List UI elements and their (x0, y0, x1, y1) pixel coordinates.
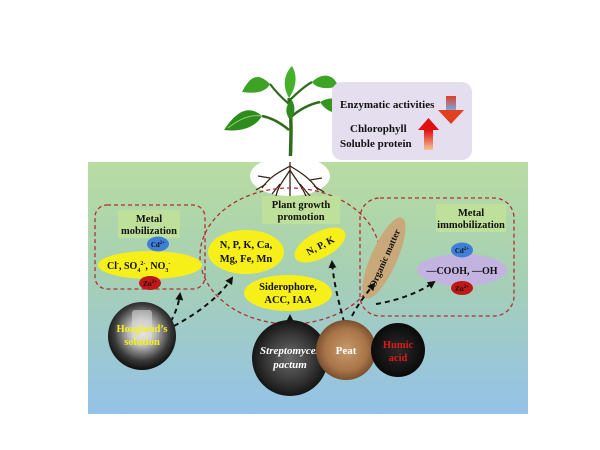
zn-ion-left (139, 276, 161, 290)
npk-ellipse-group: N, P, K (294, 227, 346, 263)
humic-acid-image (371, 323, 425, 377)
down-arrow-icon (438, 110, 464, 124)
metal-immobilization-box (359, 197, 515, 317)
streptomyces-label-1: Streptomyces (260, 345, 320, 357)
svg-text:Cd2+: Cd2+ (151, 241, 165, 249)
arrow-to-groups (375, 280, 436, 305)
siderophore-line1: Siderophore, (259, 282, 317, 293)
humic-label-2: acid (389, 353, 408, 364)
siderophore-ellipse (244, 275, 332, 311)
legend-enzymatic: Enzymatic activities (340, 99, 435, 111)
anion-ellipse (98, 251, 202, 279)
anion-no3: NO (150, 261, 165, 272)
hoagland-label-1: Hoagland’s (117, 324, 168, 335)
nutrients-line1: N, P, K, Ca, (220, 240, 273, 251)
svg-text:Zn2+: Zn2+ (455, 285, 469, 293)
increase-bar (424, 130, 433, 150)
streptomyces-label-2: pactum (272, 359, 307, 371)
plant-growth-title-bg (262, 196, 340, 224)
zn-ion-right (451, 281, 473, 295)
nutrients-ellipse (208, 230, 284, 274)
plant-growth-title-1: Plant growth (272, 200, 331, 211)
cd-ion-right (451, 242, 473, 258)
hoagland-label-2: solution (124, 337, 160, 348)
metal-immobilization-title-bg (436, 204, 506, 232)
legend-chlorophyll: Chlorophyll (350, 123, 407, 135)
legend-soluble-protein: Soluble protein (340, 138, 412, 150)
roots-icon (250, 156, 330, 197)
decrease-bar (446, 96, 456, 110)
arrow-peat-to-npk (328, 260, 345, 323)
anion-so4: SO (124, 261, 138, 272)
svg-text:Zn2+: Zn2+ (143, 280, 157, 288)
peat-label: Peat (336, 345, 357, 357)
metal-mobilization-title-1: Metal (136, 214, 162, 225)
arrow-peat-to-organic (351, 282, 376, 317)
streptomyces-image (252, 320, 328, 396)
metal-mobilization-title-bg (118, 210, 180, 238)
humic-label-1: Humic (383, 340, 414, 351)
arrow-hoagland-to-nutrients (173, 276, 234, 327)
svg-text:Cd2+: Cd2+ (455, 247, 469, 255)
svg-text:Cl-, SO42-, NO3-: Cl-, SO42-, NO3- (107, 261, 170, 274)
anion-cl: Cl (107, 261, 117, 272)
nutrients-line2: Mg, Fe, Mn (220, 254, 273, 265)
functional-groups-label: —COOH, —OH (425, 266, 497, 277)
peat-image (316, 320, 376, 380)
metal-immobilization-title-1: Metal (458, 208, 484, 219)
legend-box: Enzymatic activities Chlorophyll Soluble… (332, 82, 472, 160)
functional-groups-ellipse (417, 254, 507, 286)
anion-text: Cl-, SO42-, NO3- (107, 261, 170, 274)
plant-growth-title-2: promotion (277, 212, 324, 223)
beaker-icon (132, 310, 152, 340)
cd-ion-left (147, 236, 169, 252)
siderophore-line2: ACC, IAA (264, 295, 312, 306)
up-arrow-icon (418, 118, 439, 130)
metal-immobilization-title-2: immobilization (437, 220, 505, 231)
metal-mobilization-title-2: mobilization (121, 226, 177, 237)
